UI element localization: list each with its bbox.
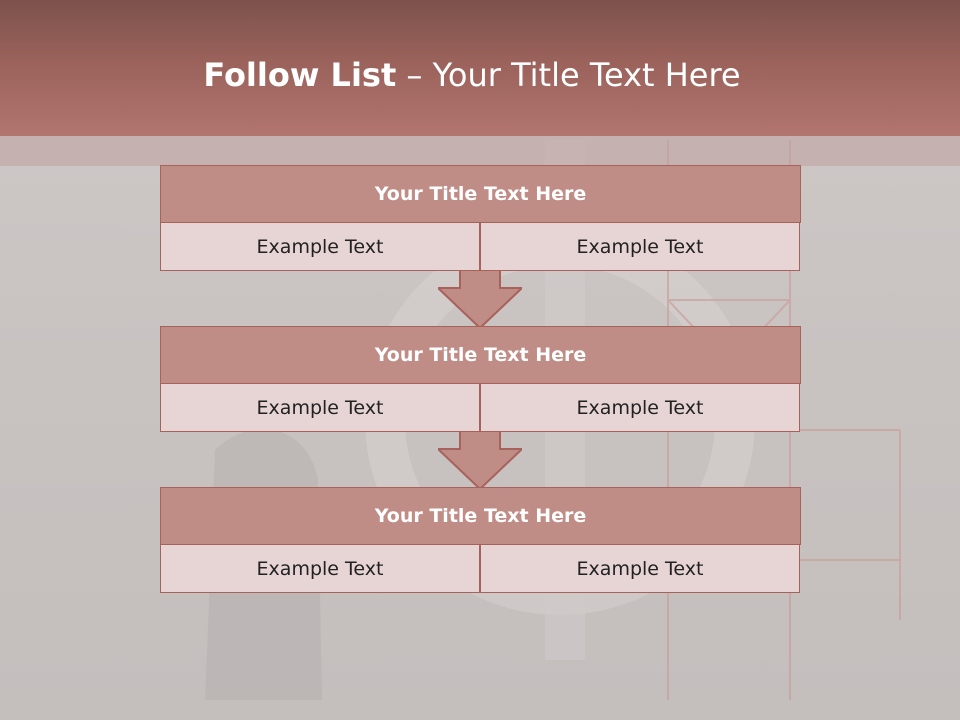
- step-box-2: Your Title Text Here Example Text Exampl…: [160, 326, 801, 432]
- step-cell-left: Example Text: [160, 222, 480, 271]
- step-title: Your Title Text Here: [160, 165, 801, 223]
- slide-title: Follow List – Your Title Text Here: [0, 55, 944, 95]
- step-box-3: Your Title Text Here Example Text Exampl…: [160, 487, 801, 593]
- step-title: Your Title Text Here: [160, 326, 801, 384]
- step-cell-left: Example Text: [160, 383, 480, 432]
- step-title: Your Title Text Here: [160, 487, 801, 545]
- header-band: [0, 136, 960, 166]
- step-cell-right: Example Text: [480, 383, 800, 432]
- slide-title-rest: – Your Title Text Here: [396, 56, 741, 94]
- header-bar: [0, 0, 960, 136]
- step-cell-right: Example Text: [480, 222, 800, 271]
- step-box-1: Your Title Text Here Example Text Exampl…: [160, 165, 801, 271]
- slide-title-bold: Follow List: [203, 56, 397, 94]
- down-arrow-icon: [438, 270, 522, 328]
- down-arrow-icon: [438, 431, 522, 489]
- step-cell-right: Example Text: [480, 544, 800, 593]
- step-cell-left: Example Text: [160, 544, 480, 593]
